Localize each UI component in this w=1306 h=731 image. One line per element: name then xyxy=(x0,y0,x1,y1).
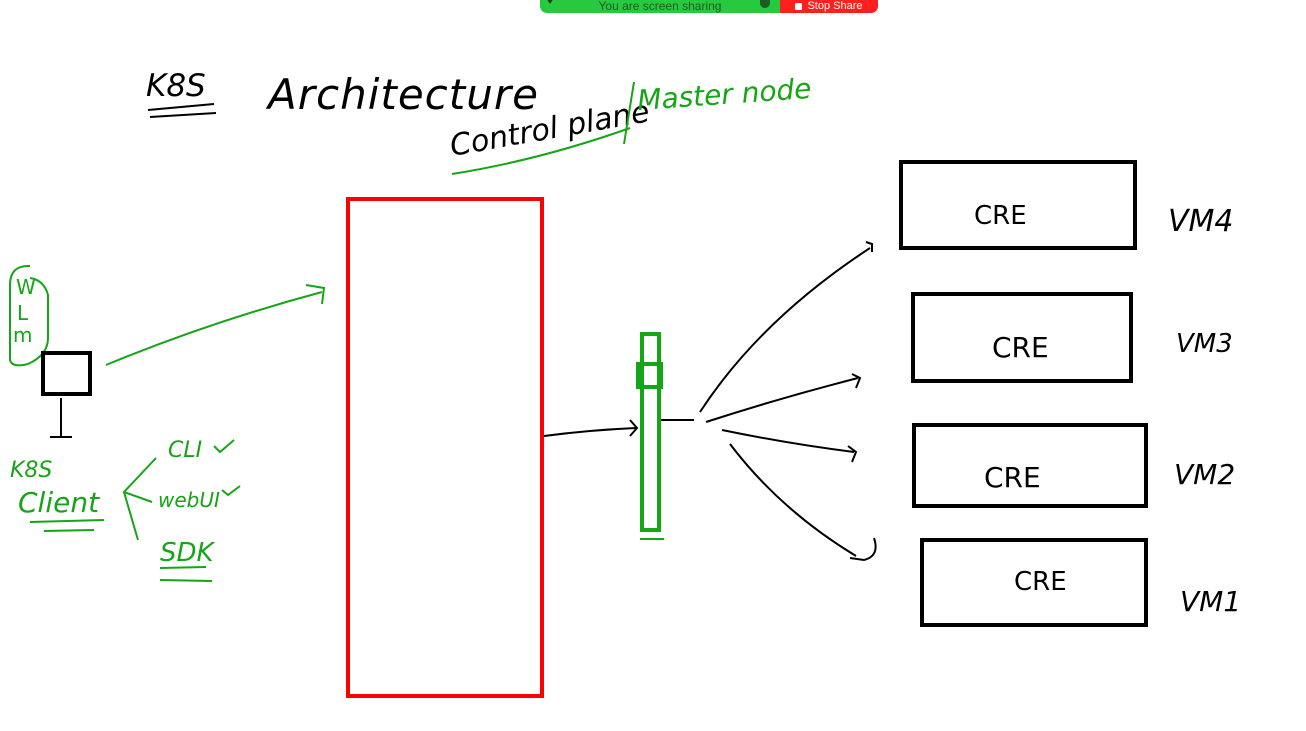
client-stem xyxy=(50,398,72,438)
client-option-cli: CLI xyxy=(168,438,202,463)
client-to-control-arrow xyxy=(105,284,326,366)
fanout-arrow-vm2 xyxy=(721,429,858,463)
stop-icon xyxy=(795,2,803,10)
chevron-down-icon[interactable] xyxy=(546,0,554,4)
worker-box xyxy=(912,423,1148,508)
control-plane-box xyxy=(346,197,544,698)
title-k8s-underline xyxy=(147,103,217,118)
master-node-label: Master node xyxy=(636,72,812,117)
worker-box xyxy=(899,160,1137,250)
worker-cre-label: CRE xyxy=(992,331,1049,364)
client-label-k8s: K8S xyxy=(10,458,52,483)
client-underline xyxy=(29,519,105,532)
green-component-bar xyxy=(640,332,661,532)
green-component-knob xyxy=(636,362,663,389)
vm-letter-m: m xyxy=(13,323,32,347)
worker-cre-label: CRE xyxy=(1014,567,1067,597)
worker-node-vm3: CRE VM3 xyxy=(911,292,1233,383)
control-to-proxy-arrow xyxy=(543,419,639,437)
worker-box xyxy=(920,538,1148,627)
screen-share-text: You are screen sharing xyxy=(598,0,722,13)
client-label: Client xyxy=(18,486,100,519)
sdk-underline xyxy=(159,566,213,582)
worker-vm-label: VM2 xyxy=(1174,458,1235,491)
control-plane-underline xyxy=(451,127,631,175)
worker-vm-label: VM3 xyxy=(1176,329,1233,359)
worker-node-vm2: CRE VM2 xyxy=(912,423,1235,508)
worker-vm-label: VM4 xyxy=(1168,204,1234,239)
shield-icon xyxy=(760,0,770,8)
fanout-arrow-vm3 xyxy=(705,373,862,423)
title-architecture: Architecture xyxy=(265,70,539,119)
screen-share-status: You are screen sharing xyxy=(540,0,780,13)
title-k8s: K8S xyxy=(146,68,206,104)
fanout-arrow-vm1 xyxy=(729,443,877,562)
worker-node-vm1: CRE VM1 xyxy=(920,538,1241,627)
vm-letter-l: L xyxy=(17,301,29,325)
client-option-webui: webUI xyxy=(158,488,220,512)
worker-vm-label: VM1 xyxy=(1180,585,1241,618)
client-branches xyxy=(122,457,157,541)
label-divider-slash xyxy=(623,81,635,145)
fanout-arrow-vm4 xyxy=(699,241,873,413)
vm-letter-w: W xyxy=(16,275,36,299)
webui-check xyxy=(221,485,241,497)
worker-cre-label: CRE xyxy=(984,461,1041,494)
screen-share-banner: You are screen sharing Stop Share xyxy=(540,0,878,13)
client-option-sdk: SDK xyxy=(160,538,216,568)
worker-box xyxy=(911,292,1133,383)
worker-cre-label: CRE xyxy=(974,201,1027,231)
client-machine-box xyxy=(41,351,92,396)
stop-share-button[interactable]: Stop Share xyxy=(780,0,878,13)
worker-node-vm4: CRE VM4 xyxy=(899,160,1234,250)
cli-check xyxy=(213,439,235,454)
stop-share-label: Stop Share xyxy=(807,0,863,12)
vm-bracket xyxy=(9,264,49,367)
